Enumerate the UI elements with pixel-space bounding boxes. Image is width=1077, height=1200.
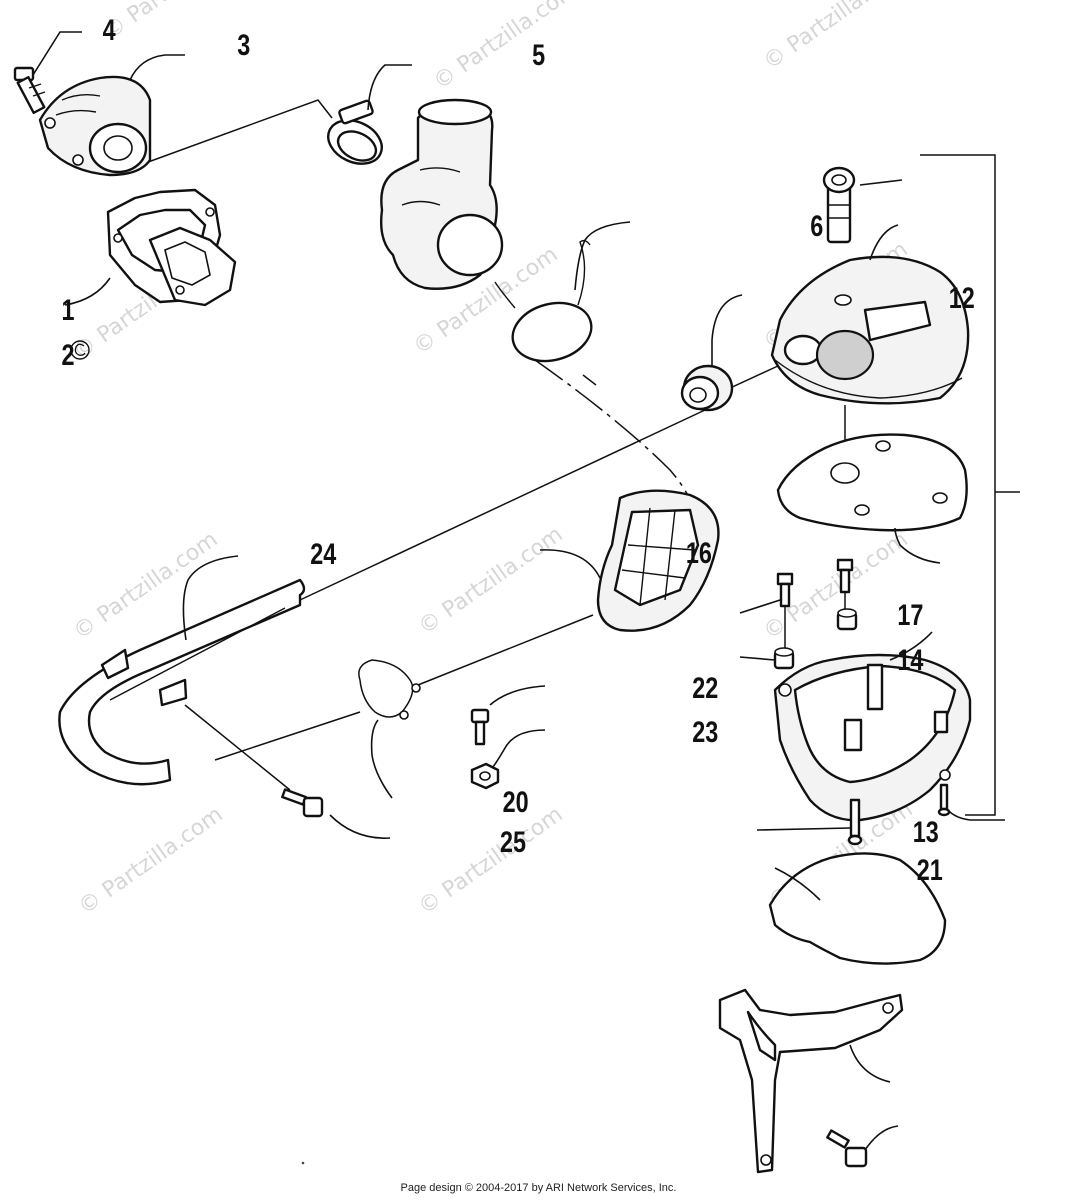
callout-label: 12 xyxy=(949,281,975,314)
bolt-part xyxy=(281,788,324,818)
callout-label: 1 xyxy=(62,293,75,326)
stray-dot xyxy=(301,1161,305,1165)
callout-label: 16 xyxy=(686,536,712,569)
watermark: © Partzilla.com xyxy=(74,802,227,920)
callout-label: 17 xyxy=(897,598,923,631)
callout-label: 13 xyxy=(913,815,939,848)
callout-label: 22 xyxy=(692,671,718,704)
plate-part xyxy=(776,433,968,532)
callout-label: 4 xyxy=(103,13,116,46)
bolt-part xyxy=(13,66,46,115)
bolt-part xyxy=(470,708,490,746)
callout-label: 6 xyxy=(810,209,823,242)
watermark: © Partzilla.com xyxy=(99,0,252,45)
watermark: © Partzilla.com xyxy=(414,802,567,920)
callout-label: 23 xyxy=(692,715,718,748)
nut-part xyxy=(470,762,500,790)
watermark: © Partzilla.com xyxy=(414,522,567,640)
pipe-part xyxy=(58,578,306,786)
clip-ring-part xyxy=(494,239,593,363)
callout-labels: 1 2 3 4 5 6 7 8 9 10 11 12 13 14 15 16 1… xyxy=(62,13,975,886)
clamp-ring-part xyxy=(358,659,421,720)
bolt-part xyxy=(826,1129,868,1168)
callout-label: 20 xyxy=(503,785,529,818)
watermark: © Partzilla.com xyxy=(759,0,912,75)
housing-part xyxy=(38,75,152,177)
grommet-part xyxy=(680,364,734,412)
gasket-part xyxy=(106,188,237,307)
callout-label: 25 xyxy=(500,825,526,858)
clamp-part xyxy=(327,99,383,165)
airbox-base-part xyxy=(773,653,972,822)
manifold-part xyxy=(379,98,504,290)
copyright-icon xyxy=(70,340,90,360)
leader-lines xyxy=(32,31,1005,1151)
assembly-bracket xyxy=(920,154,996,816)
page-footer: Page design © 2004-2017 by ARI Network S… xyxy=(400,1182,677,1194)
callout-label: 3 xyxy=(237,28,250,61)
boot-part xyxy=(596,489,720,632)
bolt-part xyxy=(776,558,854,608)
callout-label: 21 xyxy=(917,853,943,886)
airbox-cover-part xyxy=(770,255,970,405)
fitting-part xyxy=(822,166,856,244)
mount-bracket-part xyxy=(718,988,904,1174)
callout-label: 14 xyxy=(897,643,923,676)
callout-label: 5 xyxy=(532,38,545,71)
pad-part xyxy=(768,852,947,965)
watermark: © Partzilla.com xyxy=(429,0,582,95)
callout-label: 24 xyxy=(310,537,336,570)
spacer-part xyxy=(773,608,858,670)
